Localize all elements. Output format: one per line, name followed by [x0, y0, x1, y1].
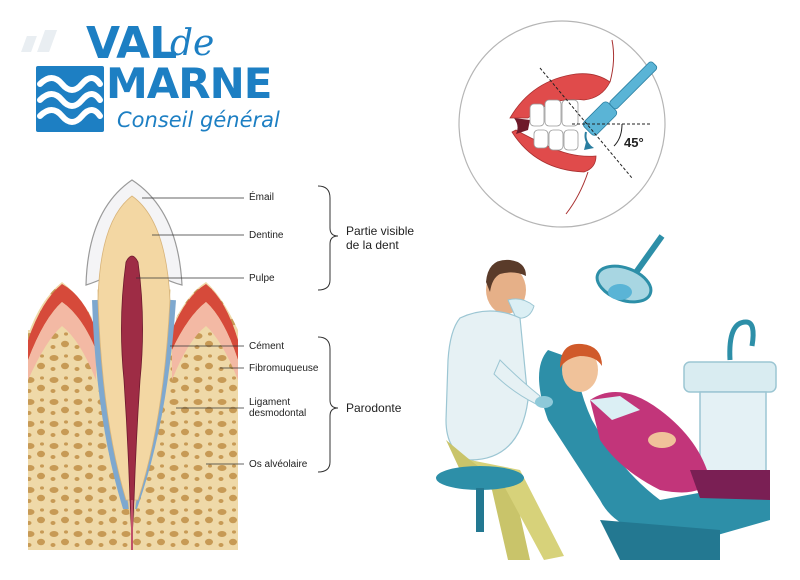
label-pulpe: Pulpe [249, 273, 275, 284]
group-visible-line2: de la dent [346, 238, 399, 252]
tooth-lower-1 [533, 129, 549, 149]
group-visible-line1: Partie visible [346, 224, 415, 238]
tooth-upper-2 [544, 99, 562, 127]
gum-inner-left [28, 302, 96, 380]
tooth-pulp [121, 255, 143, 541]
logo-de: de [170, 23, 215, 64]
gum-left [28, 284, 96, 360]
zoom-circle [458, 20, 666, 228]
brace-parodonte [317, 336, 339, 473]
logo-subtitle: Conseil général [117, 108, 280, 132]
label-cement: Cément [249, 341, 285, 352]
label-ligament: Ligament [249, 397, 291, 408]
dentist [436, 259, 564, 560]
chin-line [565, 171, 589, 215]
label-email: Émail [249, 192, 275, 203]
label-dentine: Dentine [249, 230, 284, 241]
logo-val: VAL [86, 18, 177, 69]
angle-label: 45° [624, 135, 644, 150]
label-os-alveolaire: Os alvéolaire [249, 459, 308, 470]
group-parodonte: Parodonte [346, 401, 402, 415]
toothbrush [582, 61, 658, 136]
tooth-lower-2 [548, 129, 564, 151]
mouth-inner [514, 118, 530, 134]
brush-axis [539, 67, 633, 179]
label-desmodontal: desmodontal [249, 408, 307, 419]
logo-marne: MARNE [106, 59, 272, 108]
gum-inner-right [172, 302, 238, 380]
brace-visible [317, 185, 339, 291]
tooth-upper-3 [561, 99, 579, 127]
motion-arrow-head [584, 142, 594, 150]
nose-line [609, 39, 615, 83]
angle-arc [613, 123, 623, 147]
patient [560, 343, 770, 500]
dental-lamp [595, 234, 665, 304]
tooth-lower-3 [563, 129, 579, 151]
label-fibromuqueuse: Fibromuqueuse [249, 363, 319, 374]
tooth-upper-1 [529, 103, 545, 127]
gum-right [172, 284, 238, 360]
